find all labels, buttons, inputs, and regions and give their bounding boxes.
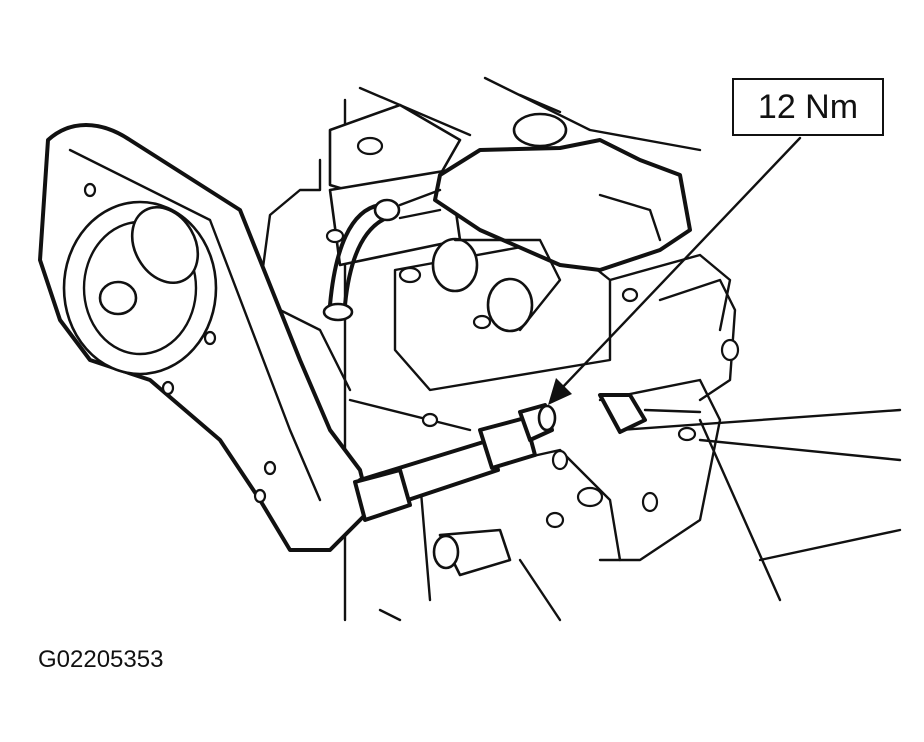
sensor-tube [432,393,702,577]
leader-arrowhead [548,378,572,405]
sensor-housing [431,112,692,333]
callout-leader [548,136,802,405]
mounting-bracket [38,123,372,552]
union-tube [353,403,557,522]
torque-value: 12 Nm [757,87,859,126]
vacuum-hose [322,188,442,322]
torque-callout: 12 Nm [732,78,884,136]
figure-id: G02205353 [38,646,164,673]
bolts [325,136,740,529]
